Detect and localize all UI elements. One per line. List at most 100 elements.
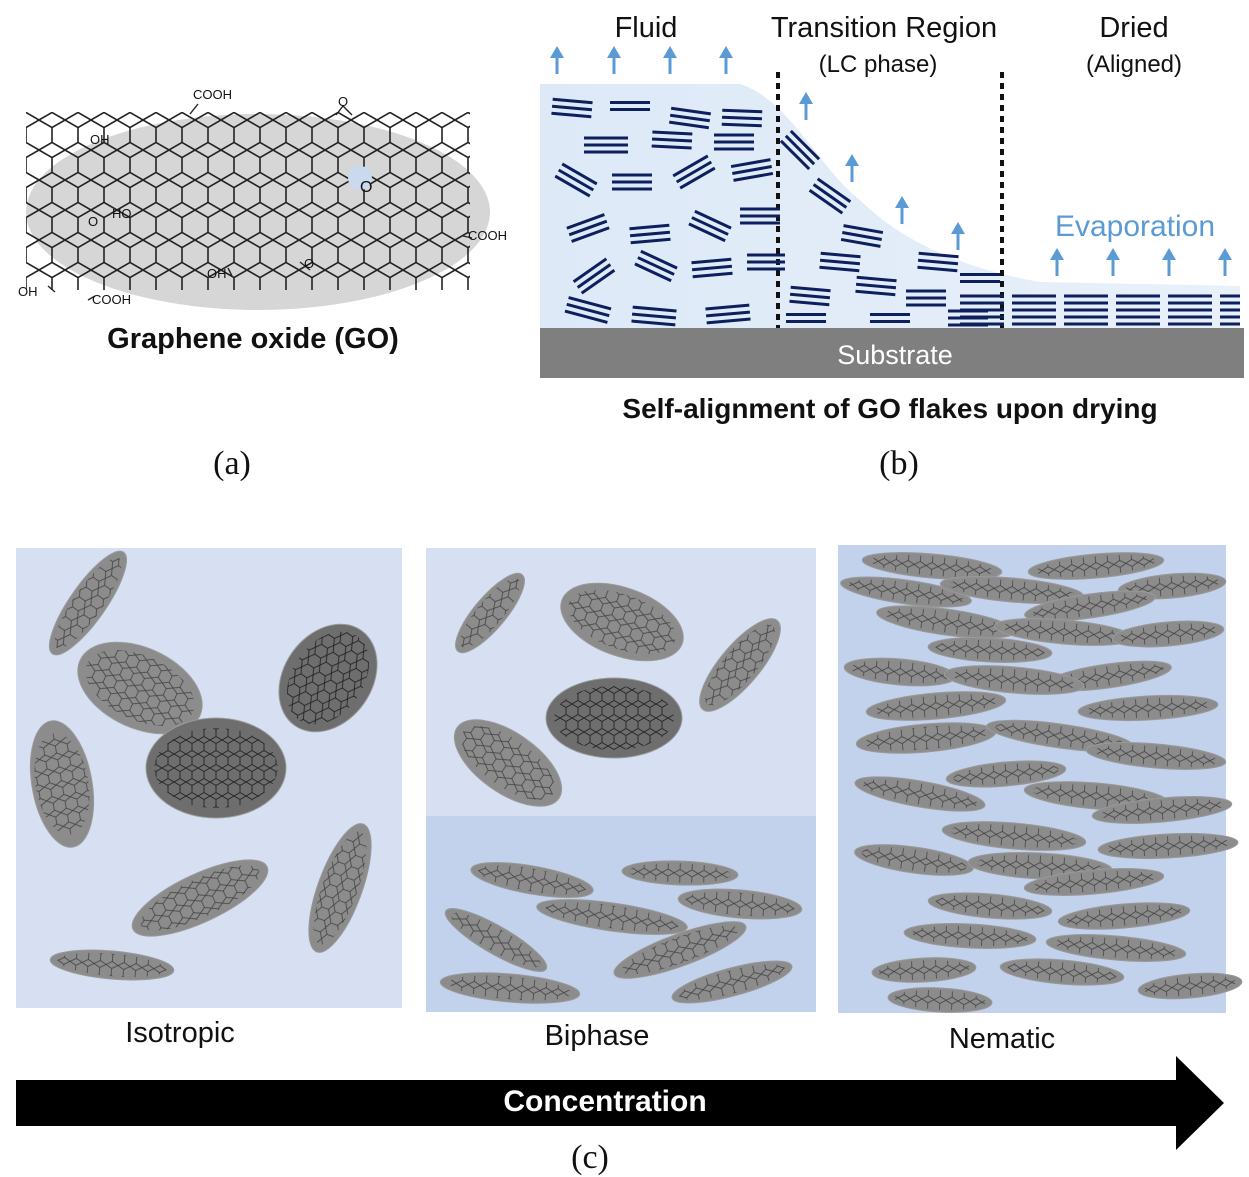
go-flake-ellipse [671,960,793,1004]
go-flake-ellipse [871,957,977,983]
arrow-up-icon [1162,248,1176,276]
phase-flakes-layer [29,550,1243,1013]
go-flake-ellipse [939,575,1085,605]
go-flake-ellipse [999,958,1125,986]
go-flake-stack [564,296,612,324]
evaporation-arrows [550,46,1232,276]
go-flake-ellipse [439,972,581,1004]
group-o-center: O [360,179,372,196]
go-flake-ellipse [131,859,269,937]
nematic-label: Nematic [949,1023,1055,1055]
fluid-label: Fluid [615,12,678,44]
go-flake-stack [855,275,897,297]
go-flake-stack [691,257,733,279]
group-oh-far-left: OH [18,284,38,299]
go-flake-stack [634,249,678,283]
go-flake-ellipse [613,921,747,979]
group-oh-left: OH [90,132,110,147]
arrow-up-icon [799,92,813,120]
concentration-arrow [16,1056,1224,1150]
go-flake-ellipse [941,821,1087,851]
go-flake-ellipse [1097,832,1239,860]
go-flake-stack [747,253,785,271]
group-cooh-right: COOH [468,228,507,243]
group-cooh-bottom: COOH [92,292,131,307]
go-flake-stack [786,313,826,323]
go-flake-ellipse [470,862,594,898]
go-flake-ellipse [840,576,972,608]
go-flake-ellipse [145,717,287,819]
go-flake-ellipse [444,908,548,972]
go-flake-ellipse [855,722,997,754]
go-flake-ellipse [621,860,739,886]
go-flake-ellipse [1057,902,1191,930]
go-flake-ellipse [308,823,372,953]
go-flake-ellipse [453,719,563,807]
go-flake-stack [808,177,852,215]
epoxide-highlight [348,166,372,190]
go-flakes-layer [551,97,1240,327]
go-flake-ellipse [699,618,781,712]
go-flake-ellipse [49,550,127,656]
go-flake-stack [840,224,884,248]
hexagonal-lattice [26,112,470,290]
transition-label: Transition Region [771,12,997,44]
go-flake-ellipse [1077,694,1219,722]
arrow-up-icon [550,46,564,74]
lc-phase-label: (LC phase) [819,51,938,78]
go-flake-ellipse [49,949,175,981]
panel-a-label: (a) [213,445,251,482]
go-flake-ellipse [1045,934,1187,962]
go-flake-ellipse [986,719,1134,753]
isotropic-label: Isotropic [125,1017,235,1049]
go-flake-stack [819,251,861,273]
go-flake-ellipse [943,665,1085,695]
go-flake-stack [917,251,959,273]
arrow-up-icon [607,46,621,74]
go-flake-ellipse [945,760,1067,788]
functional-group-bonds [47,103,473,301]
go-flake-stack [572,257,616,295]
go-flake-stack [672,154,716,190]
go-flake-stack [629,223,671,245]
go-flake-stack [705,303,751,325]
go-flake-ellipse [1111,620,1225,648]
go-flake-ellipse [861,552,1003,580]
go-flake-stack [554,162,598,198]
go-flake-stack [651,130,693,150]
group-ho-mid: HO [112,206,132,221]
panel-b-label: (b) [879,445,919,482]
go-flake-ellipse [1024,590,1156,622]
go-flake-stack [566,213,610,243]
go-flake-ellipse [927,637,1053,663]
go-flake-ellipse [1085,742,1227,770]
concentration-label: Concentration [503,1085,706,1118]
go-flake-stack [960,273,1000,283]
go-flake-ellipse [77,641,203,735]
arrow-up-icon [951,222,965,250]
biphase-label: Biphase [545,1020,650,1052]
go-flake-ellipse [536,899,688,935]
substrate [540,328,1244,378]
arrow-up-icon [1218,248,1232,276]
group-o-bottom: O [304,256,314,271]
go-flake-ellipse [854,776,986,812]
go-flake-stack [779,129,821,171]
go-flake-ellipse [927,892,1053,920]
arrow-up-icon [845,154,859,182]
go-flake-ellipse [455,572,525,654]
substrate-label: Substrate [837,340,953,370]
go-flake-ellipse [843,657,957,687]
panel-c-label: (c) [571,1139,609,1176]
go-flake-stack [870,313,910,323]
go-flake-stack [612,173,652,191]
go-flake-stack [721,108,763,128]
go-flake-stack [688,209,732,243]
go-flake-stack [714,133,754,151]
group-oh-bottom: OH [207,266,227,281]
go-flake-stack [740,207,780,225]
go-flake-stack [669,106,711,130]
arrow-up-icon [895,196,909,224]
go-caption: Graphene oxide (GO) [107,323,399,355]
go-flake-ellipse [278,623,378,733]
